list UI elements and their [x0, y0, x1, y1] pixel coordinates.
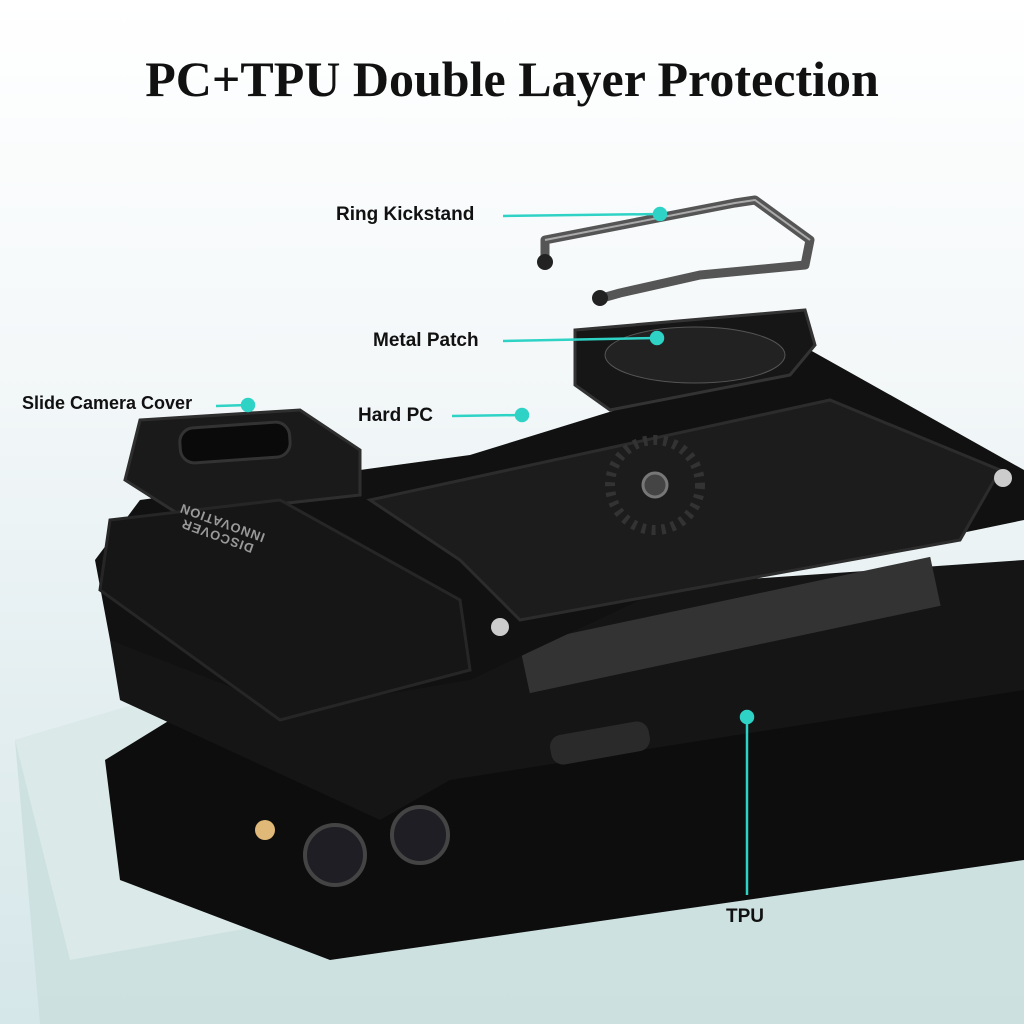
slide-cover-window	[178, 420, 292, 465]
magnet-ring	[605, 435, 705, 535]
callout-line-metal-patch	[502, 336, 658, 343]
ring-kickstand-highlight	[544, 198, 811, 241]
camera-flash	[255, 820, 275, 840]
kickstand-hinge	[537, 254, 553, 270]
label-slide-camera-cover: Slide Camera Cover	[22, 393, 193, 413]
hard-pc-panel	[366, 398, 1003, 622]
callout-dot	[649, 330, 665, 346]
tpu-grip	[519, 556, 941, 694]
screw	[994, 469, 1012, 487]
tpu-button	[550, 721, 650, 765]
page-title: PC+TPU Double Layer Protection	[145, 51, 879, 107]
callout-dot	[240, 397, 256, 413]
camera-lens	[303, 823, 367, 887]
label-hard-pc: Hard PC	[358, 405, 433, 426]
callout-dot	[739, 709, 755, 725]
center-screw	[641, 471, 669, 499]
label-tpu: TPU	[726, 906, 764, 927]
camera-housing	[98, 498, 472, 722]
callout-dot	[652, 206, 668, 222]
metal-patch-disc	[604, 326, 786, 384]
label-ring-kickstand: Ring Kickstand	[336, 204, 475, 225]
callout-line-hard-pc	[451, 413, 523, 418]
screw	[491, 618, 509, 636]
label-metal-patch: Metal Patch	[373, 330, 479, 351]
kickstand-hinge	[592, 290, 608, 306]
callout-dot	[514, 407, 530, 423]
camera-lens	[390, 805, 450, 865]
callout-line-ring-kickstand	[502, 212, 661, 218]
